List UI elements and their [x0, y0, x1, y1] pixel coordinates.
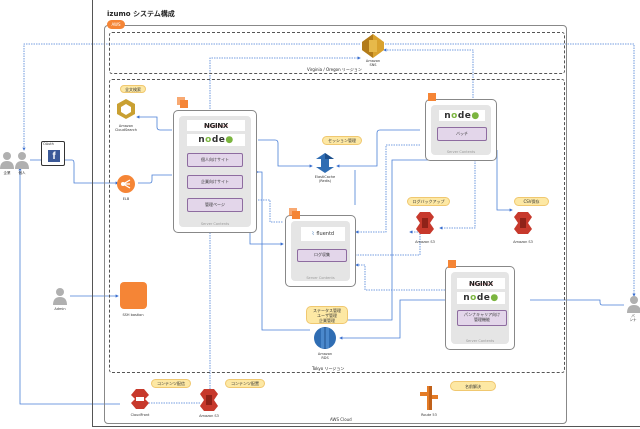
function-individual-site[interactable]: 個人向けサイト [187, 153, 243, 167]
diagram-frame [92, 0, 640, 427]
s3-contents-label: Amazon S3 [199, 414, 219, 418]
company-user-label: 企業 [3, 171, 11, 175]
batch-server[interactable]: node● バッチ Server Contents [425, 99, 497, 161]
line-individual-elb [30, 159, 119, 185]
facebook-icon: f [48, 150, 60, 162]
line-sns-partner [385, 43, 636, 297]
ssh-bastion-label: SSH bastion [122, 313, 144, 317]
function-batch[interactable]: バッチ [437, 127, 487, 141]
company-user-icon [0, 151, 14, 169]
fluentd-server[interactable]: ⌇fluentd ログ収集 Server Contents [285, 215, 356, 287]
s3-csv-icon[interactable] [514, 212, 532, 234]
ec2-icon [292, 211, 300, 219]
bubble-content-delivery: コンテンツ配信 [151, 379, 191, 388]
region-virginia [109, 32, 565, 74]
route53-icon[interactable] [420, 386, 438, 410]
cloudfront-label: CloudFront [130, 413, 150, 417]
partner-user-icon [627, 295, 640, 313]
elasticache-label: ElastiCache (Redis) [314, 175, 336, 184]
individual-user-label: 個人 [18, 171, 26, 175]
bubble-fulltext: 全文検索 [120, 85, 146, 93]
nginx-logo: NGINX [187, 120, 245, 131]
function-log-collection[interactable]: ログ収集 [297, 249, 347, 262]
server-contents-label: Server Contents [446, 150, 476, 154]
line-partner-fluentd [355, 263, 445, 291]
server-contents-label: Server Contents [200, 222, 230, 226]
admin-user-label: Admin [54, 307, 66, 311]
rds-icon[interactable] [314, 327, 336, 349]
s3-log-icon[interactable] [416, 212, 434, 234]
line-web-cloudsearch [136, 115, 172, 131]
line-web-elasticache [258, 139, 313, 168]
web-server[interactable]: NGINX node● 個人向けサイト 企業向けサイト 管理ページ Server… [173, 110, 257, 233]
s3-log-label: Amazon S3 [415, 240, 435, 244]
bubble-db-roles: ステータス管理 ユーザ管理 企業管理 [306, 306, 348, 324]
line-sns-individual [22, 43, 360, 151]
cloudsearch-label: Amazon CloudSearch [114, 124, 138, 133]
sns-label: Amazon SNS [365, 59, 381, 68]
line-batch-s3log [439, 160, 476, 230]
function-partner-admin[interactable]: パンナキャリア向け 管理機能 [457, 310, 507, 326]
region-tokyo-label: Tokyo リージョン [312, 366, 345, 371]
region-tokyo [109, 79, 565, 373]
cloudsearch-icon[interactable] [117, 99, 135, 119]
line-elb-web [138, 174, 172, 184]
ec2-icon [428, 93, 436, 101]
oauth-box: OAuth f [41, 141, 65, 166]
elasticache-icon[interactable] [316, 153, 334, 173]
nginx-logo: NGINX [457, 278, 505, 289]
bubble-csv-save: CSV保存 [514, 197, 549, 206]
line-web-rds [255, 170, 310, 331]
bubble-content-storage: コンテンツ配置 [225, 379, 265, 388]
bubble-dns: 名前解決 [450, 381, 496, 391]
route53-label: Route 53 [421, 413, 437, 417]
server-contents-label: Server Contents [465, 339, 495, 343]
ec2-icon [180, 100, 188, 108]
ec2-icon [448, 260, 456, 268]
line-batch-sns [383, 48, 474, 98]
aws-cloud-group [104, 25, 567, 424]
fluentd-logo: ⌇fluentd [301, 227, 345, 241]
line-batch-rds [339, 159, 430, 322]
line-cloudfront-individual [18, 167, 120, 405]
bubble-log-backup: ログバックアップ [407, 197, 450, 206]
line-web-sns [209, 56, 361, 114]
line-fluentd-s3log [350, 230, 421, 256]
cloudfront-icon[interactable] [131, 389, 149, 409]
line-batch-s3csv [496, 150, 513, 212]
s3-csv-label: Amazon S3 [513, 240, 533, 244]
line-partner-actor [530, 299, 624, 306]
rds-label: Amazon RDS [317, 352, 333, 361]
aws-cloud-icon: AWS [107, 20, 125, 29]
aws-cloud-label: AWS Cloud [330, 417, 352, 422]
individual-user-icon [15, 151, 29, 169]
s3-contents-icon[interactable] [200, 389, 218, 411]
sns-icon[interactable] [362, 34, 384, 58]
oauth-label: OAuth [43, 142, 54, 146]
line-batch-fluentd [355, 144, 420, 234]
line-partner-rds [339, 299, 445, 340]
partner-server[interactable]: NGINX node● パンナキャリア向け 管理機能 Server Conten… [445, 266, 515, 350]
elb-label: ELB [122, 197, 130, 201]
nodejs-logo: node● [187, 134, 245, 146]
function-admin-page[interactable]: 管理ページ [187, 198, 243, 212]
elb-icon[interactable] [117, 175, 135, 193]
function-company-site[interactable]: 企業向けサイト [187, 175, 243, 189]
server-contents-label: Server Contents [306, 276, 335, 280]
line-web-fluentd-dash [258, 199, 283, 223]
nodejs-logo: node● [439, 110, 485, 121]
bubble-session: セッション管理 [322, 136, 362, 145]
nodejs-logo: node● [457, 292, 505, 304]
ssh-bastion-icon[interactable] [120, 282, 147, 309]
admin-user-icon [53, 287, 67, 305]
partner-user-label: パンナ [629, 314, 637, 323]
diagram-title: izumo システム構成 [107, 10, 175, 18]
line-batch-elasticache [336, 129, 420, 168]
region-virginia-label: Virginia / Oregon リージョン [307, 67, 362, 72]
